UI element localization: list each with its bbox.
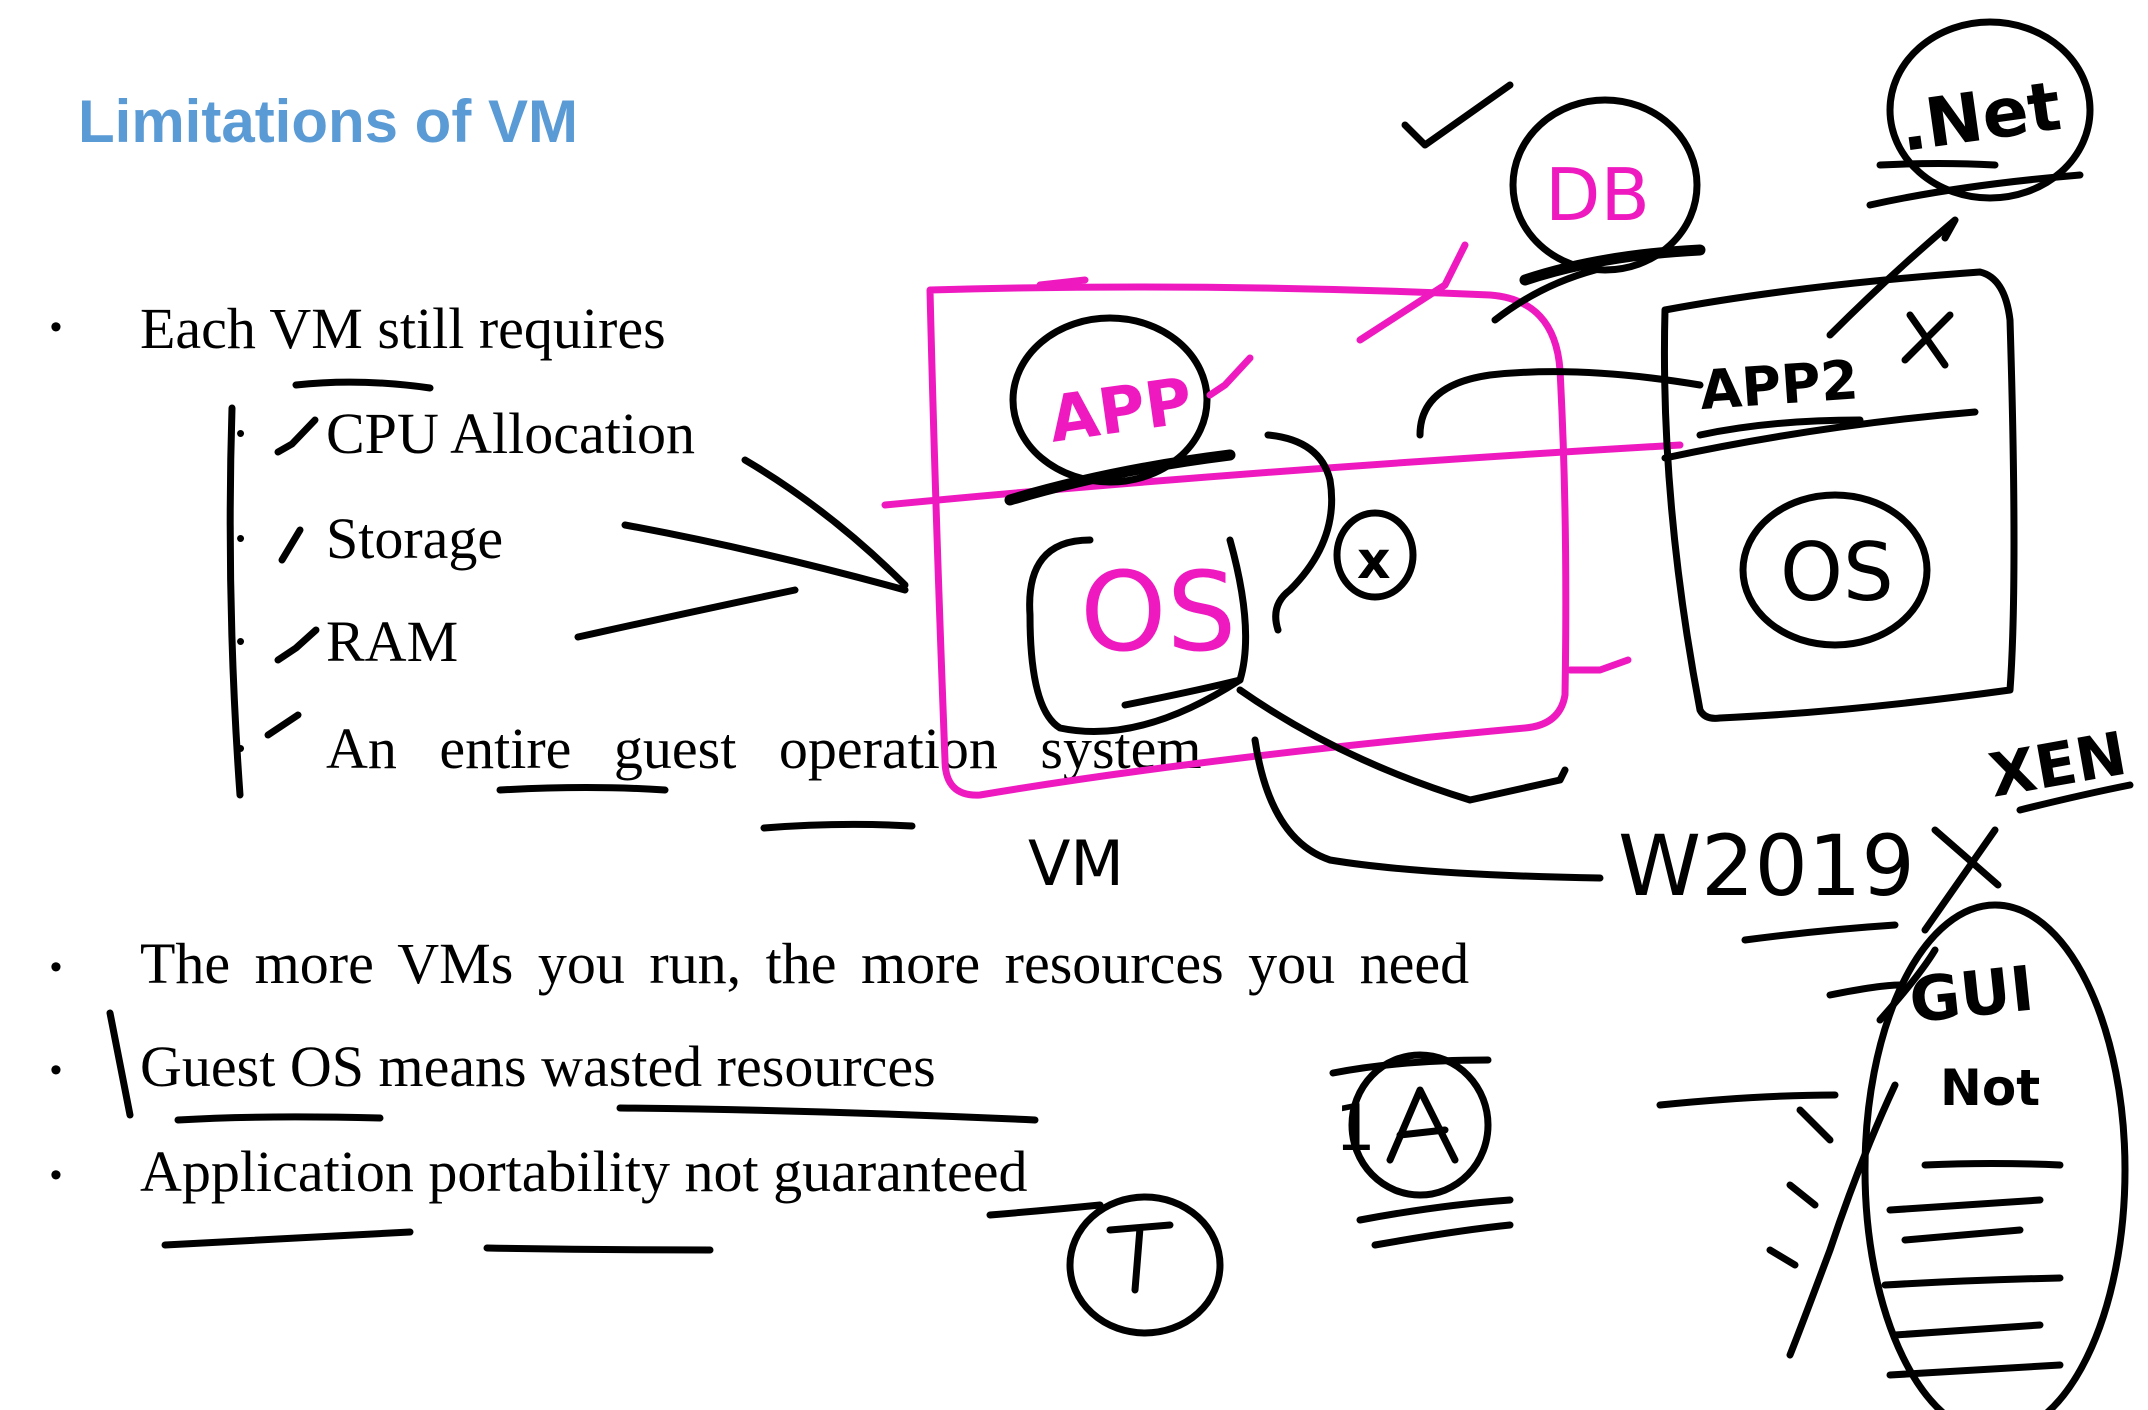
os-box-outline	[1026, 536, 1250, 736]
underline	[1891, 1321, 2044, 1339]
connector-line	[1264, 431, 1336, 634]
circled-x-icon	[1333, 509, 1417, 601]
connector-line	[1236, 686, 1569, 804]
bracket-line	[226, 404, 244, 799]
w2019-label: W2019	[1618, 817, 1915, 915]
tick-mark	[264, 711, 302, 739]
net-label: .Net	[1895, 67, 2066, 168]
tick-mark	[274, 416, 319, 456]
connector-line	[1416, 368, 1704, 439]
underline	[986, 1201, 1104, 1219]
slash-mark	[1786, 1081, 1899, 1359]
sub-bullet-dot: •	[236, 523, 246, 553]
bullet-portability: Application portability not guaranteed	[140, 1139, 1028, 1204]
vm-label: VM	[1028, 827, 1124, 900]
sub-bullet-cpu: CPU Allocation	[326, 401, 695, 466]
underline	[1519, 244, 1706, 286]
arrow-line	[741, 456, 909, 589]
underline	[1901, 1226, 2024, 1244]
gui-oval	[1861, 901, 2129, 1410]
cross-mark	[1901, 311, 1954, 369]
sub-bullet-dot: •	[236, 626, 246, 656]
arrow-line	[1356, 241, 1469, 344]
connector-line	[1656, 1091, 1839, 1109]
underline	[292, 378, 434, 392]
underline	[2016, 781, 2134, 814]
underline	[1356, 1196, 1514, 1224]
underline	[1329, 1056, 1492, 1077]
app2-box-outline	[1660, 268, 2018, 722]
circled-a-icon	[1348, 1051, 1492, 1199]
underline	[496, 784, 669, 794]
underline	[1371, 1221, 1514, 1249]
underline	[174, 1113, 384, 1124]
bullet-more-vms: The more VMs you run, the more resources…	[140, 931, 1470, 996]
sub-bullet-dot: •	[236, 733, 246, 763]
underline	[1004, 449, 1236, 506]
checkmark-icon	[1401, 81, 1514, 149]
sub-bullet-storage: Storage	[326, 506, 504, 571]
os-label-left: OS	[1080, 548, 1236, 676]
sub-bullet-dot: •	[236, 418, 246, 448]
os-circle-right	[1739, 491, 1931, 649]
tick-mark	[1766, 1106, 1834, 1269]
underline	[1921, 1160, 2064, 1169]
a-glyph	[1386, 1086, 1459, 1164]
sub-bullet-ram: RAM	[326, 609, 459, 674]
cross-mark	[1106, 1221, 1174, 1294]
net-circle	[1886, 18, 2094, 202]
cross-mark	[1921, 826, 2002, 934]
tick-mark	[278, 526, 304, 564]
underline	[1696, 416, 1864, 439]
slide-title: Limitations of VM	[78, 88, 578, 155]
bullet-dot: •	[50, 1051, 62, 1089]
bullet-dot: •	[50, 1156, 62, 1194]
underline	[1886, 1361, 2064, 1379]
app-circle	[1009, 314, 1211, 486]
arrow-line	[1491, 266, 1599, 324]
tick-mark	[1566, 656, 1632, 674]
bullet-each-vm: Each VM still requires	[140, 296, 666, 361]
x-mark: x	[1357, 531, 1391, 591]
underline	[1121, 676, 1244, 709]
bullet-guest-os-waste: Guest OS means wasted resources	[140, 1034, 936, 1099]
db-label: DB	[1545, 153, 1650, 237]
connector-line	[1251, 736, 1604, 882]
underline	[1881, 1274, 2064, 1289]
vm-divider-line	[881, 441, 1684, 509]
connector-line	[1876, 946, 1939, 1024]
app2-label: APP2	[1698, 348, 1861, 422]
arrow-line	[621, 521, 909, 594]
app-label: APP	[1045, 364, 1197, 457]
arrow-line	[574, 586, 799, 641]
arrow-line	[1826, 216, 1959, 339]
underline	[1886, 1196, 2044, 1214]
tick-mark	[274, 626, 320, 664]
tick-mark	[1206, 354, 1254, 399]
circled-x-icon	[1066, 1193, 1224, 1337]
db-circle	[1509, 96, 1701, 274]
bullet-dot: •	[50, 308, 62, 346]
vm-box-outline	[926, 283, 1570, 799]
underline	[483, 1244, 714, 1254]
underline	[161, 1228, 414, 1249]
slash-mark	[106, 1009, 134, 1119]
underline	[1866, 171, 2084, 209]
underline	[1826, 981, 1904, 999]
underline	[616, 1104, 1039, 1124]
bullet-dot: •	[50, 948, 62, 986]
underline	[1876, 160, 1999, 169]
os-label-right: OS	[1780, 526, 1894, 619]
underline	[1741, 921, 1899, 944]
app2-divider-line	[1661, 408, 1979, 462]
not-label: Not	[1940, 1059, 2040, 1117]
tick-mark	[1036, 276, 1089, 289]
underline	[760, 820, 916, 832]
